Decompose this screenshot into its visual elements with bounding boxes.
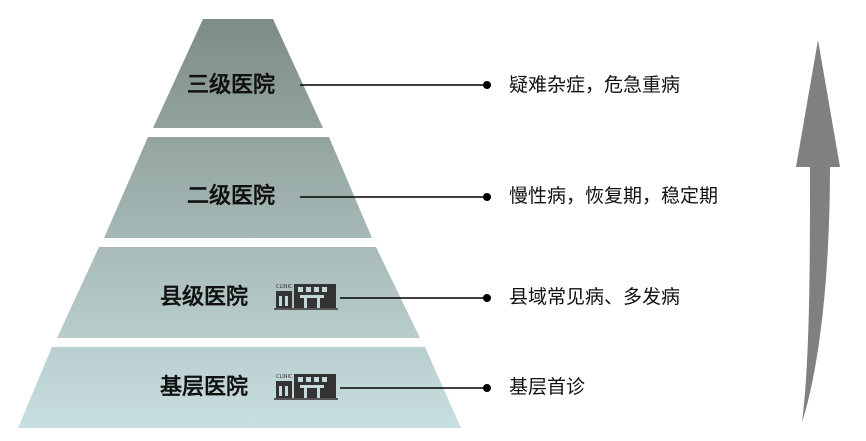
pyramid-tier-1 xyxy=(153,19,323,128)
tier-label-1: 三级医院 xyxy=(187,73,276,98)
tier-description-2: 慢性病，恢复期，稳定期 xyxy=(509,185,719,207)
pyramid-tier-3 xyxy=(57,247,420,338)
connector-2 xyxy=(300,193,491,201)
svg-text:CLINIC: CLINIC xyxy=(276,374,293,380)
tier-description-3: 县域常见病、多发病 xyxy=(509,286,681,308)
tier-label-3: 县级医院 xyxy=(160,285,249,310)
tier-description-1: 疑难杂症，危急重病 xyxy=(509,74,681,96)
connector-3 xyxy=(340,294,491,302)
tier-description-4: 基层首诊 xyxy=(509,376,586,398)
svg-text:CLINIC: CLINIC xyxy=(276,284,293,290)
up-arrow-icon xyxy=(796,40,840,422)
pyramid-tier-4 xyxy=(18,347,461,428)
connector-1 xyxy=(300,81,491,89)
clinic-icon: CLINIC xyxy=(274,284,338,310)
pyramid-tier-2 xyxy=(104,137,372,238)
tier-label-4: 基层医院 xyxy=(160,375,249,400)
tier-label-2: 二级医院 xyxy=(187,184,276,209)
connector-4 xyxy=(340,384,491,392)
clinic-icon: CLINIC xyxy=(274,374,338,400)
